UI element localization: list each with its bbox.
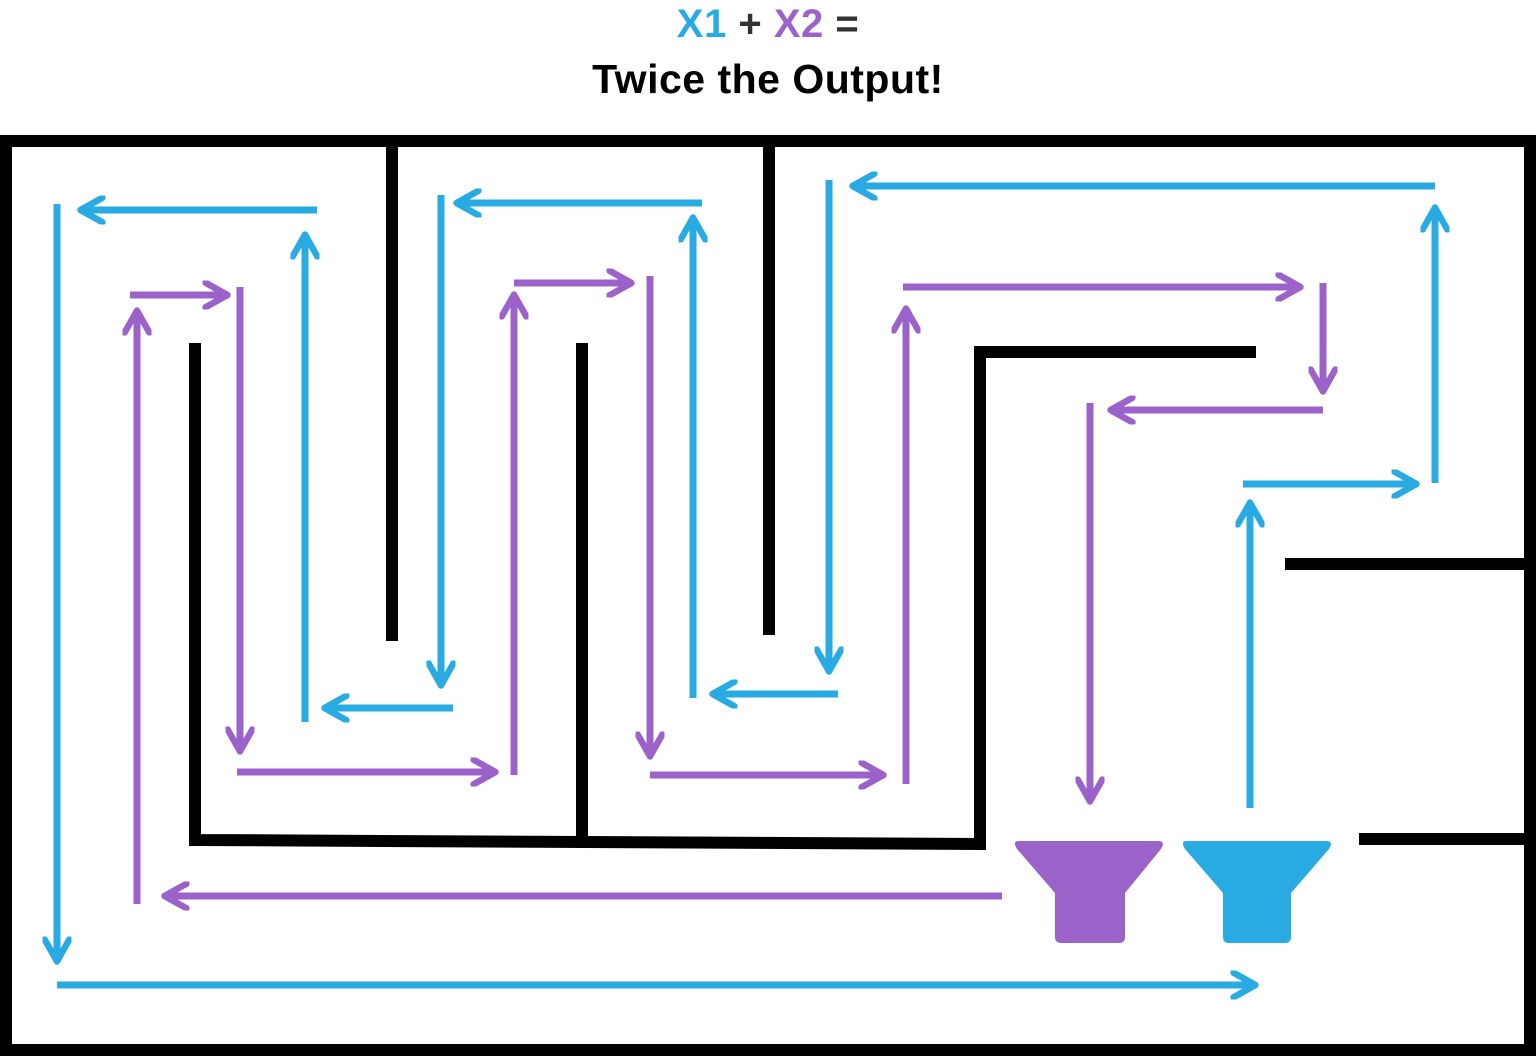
- purple-arrows: [130, 276, 1323, 904]
- equation-title: X1 + X2 =: [0, 2, 1536, 48]
- x1-term: X1: [676, 2, 727, 46]
- equals-sign: =: [835, 2, 860, 46]
- maze-walls: [0, 135, 1536, 1056]
- funnels: [1014, 841, 1331, 943]
- blue-funnel-icon: [1182, 841, 1331, 943]
- wall-segment: [189, 343, 1256, 851]
- purple-funnel-icon: [1014, 841, 1163, 943]
- subtitle: Twice the Output!: [592, 56, 944, 102]
- plus-sign: +: [738, 2, 763, 46]
- blue-arrows: [57, 180, 1435, 985]
- x2-term: X2: [773, 2, 824, 46]
